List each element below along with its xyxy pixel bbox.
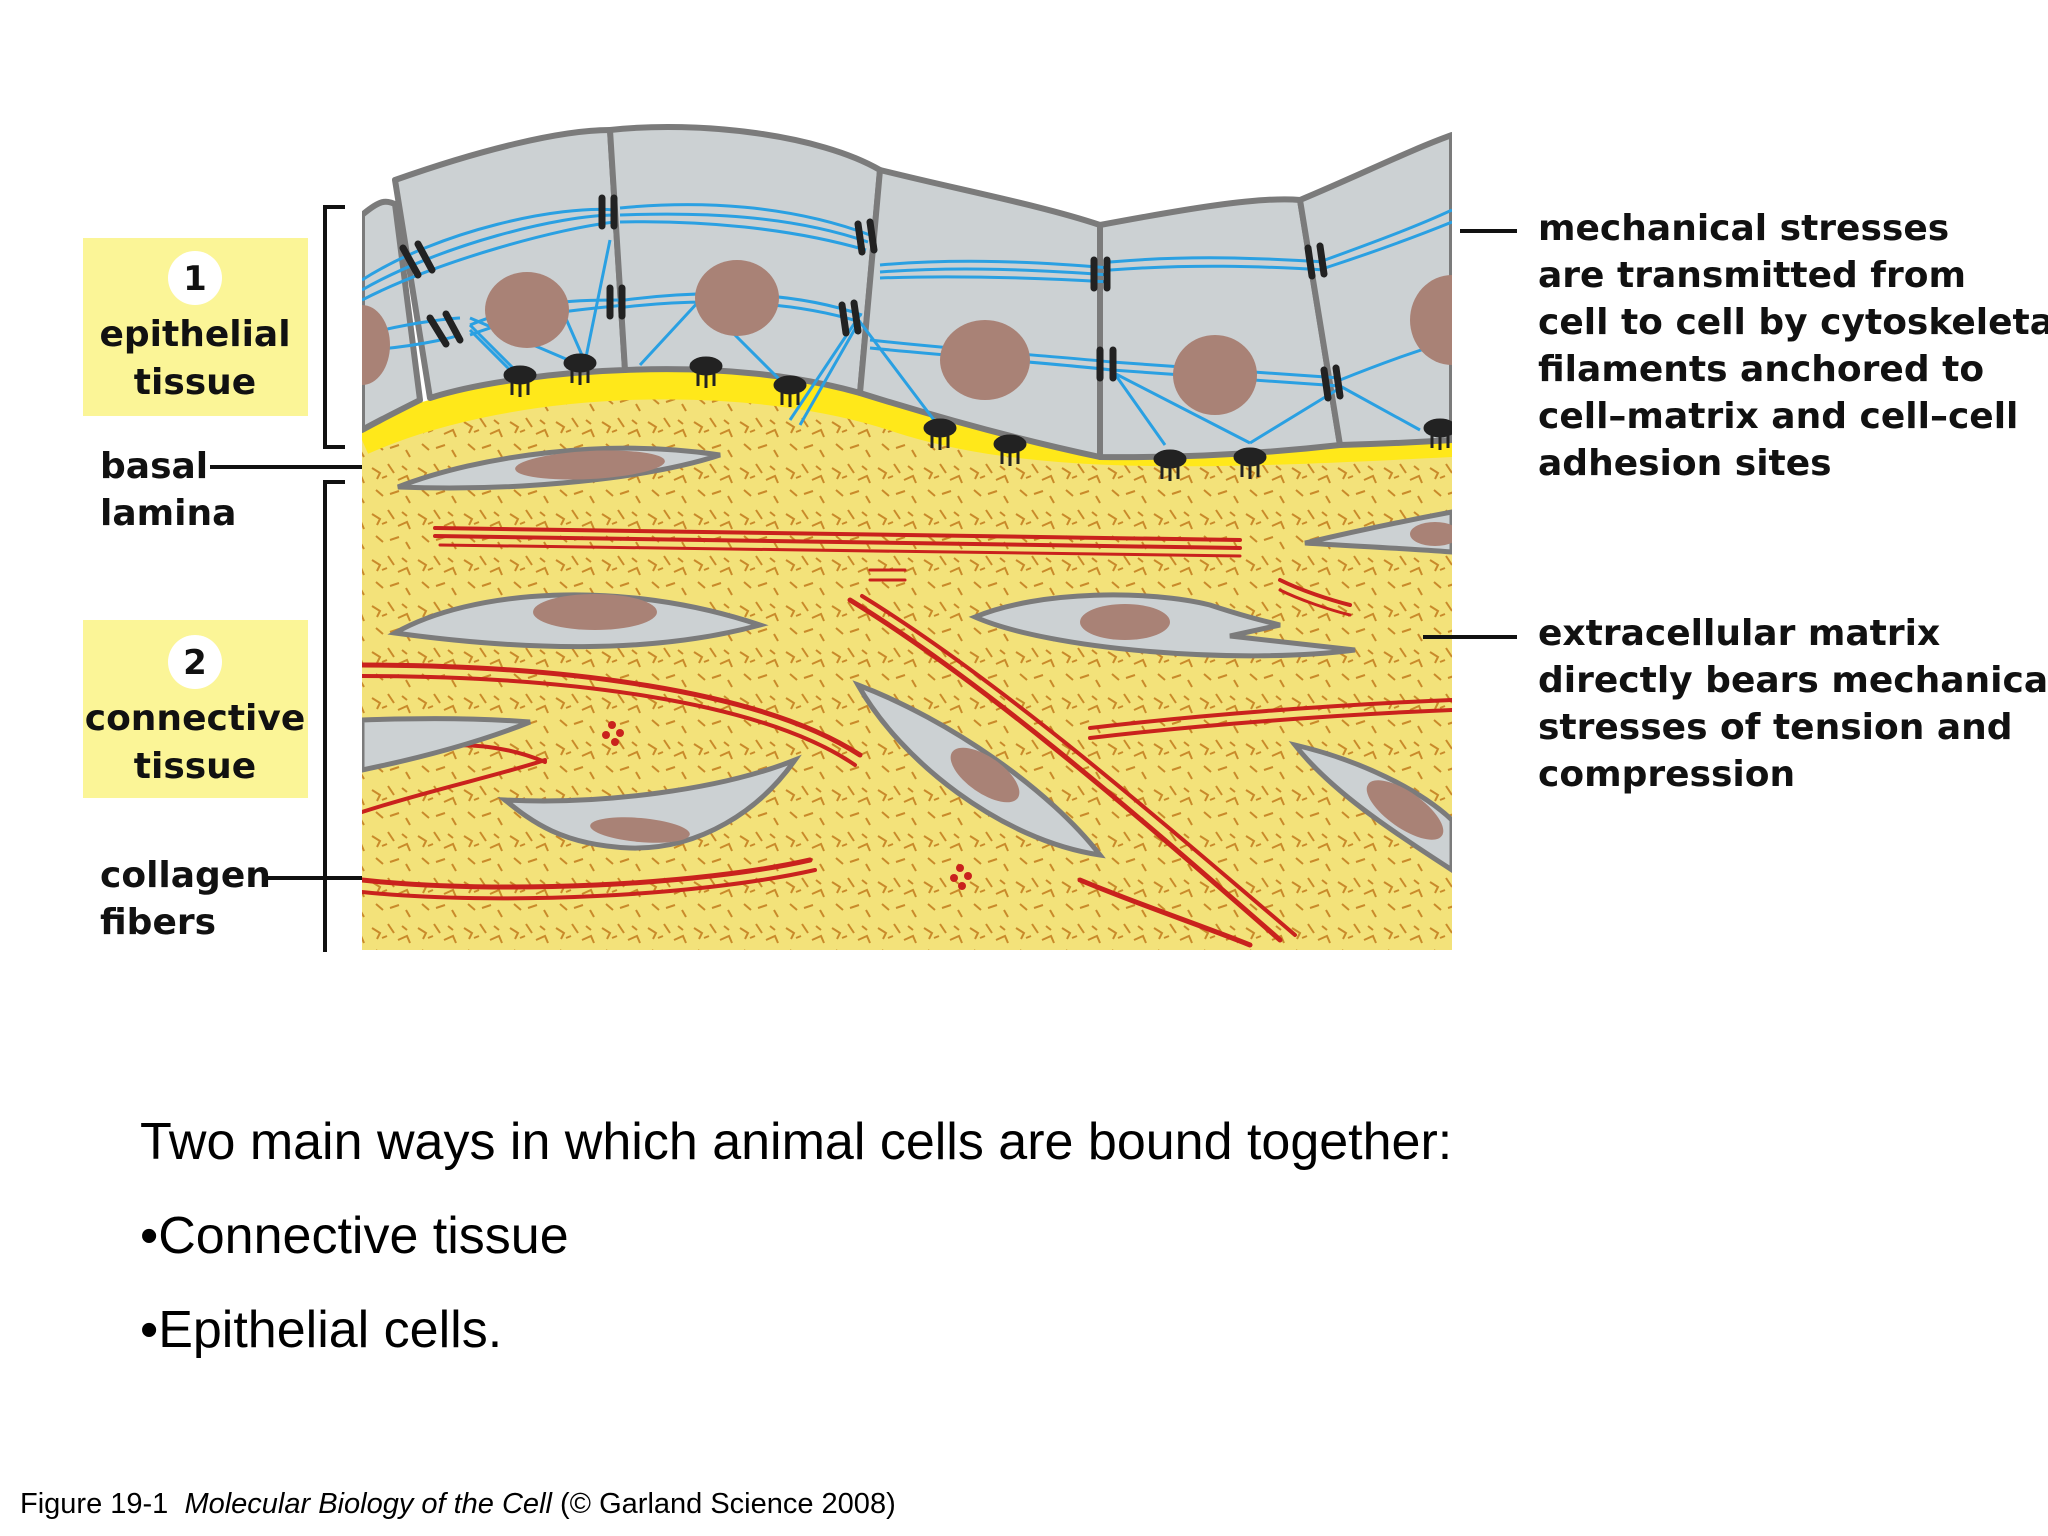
cell-cell-junctions (399, 194, 1344, 402)
mechanical-stress-label: mechanical stresses are transmitted from… (1538, 208, 2048, 484)
extracellular-matrix-label: extracellular matrix directly bears mech… (1538, 613, 2048, 795)
connective-label-line2: tissue (134, 746, 256, 787)
bullet-connective: •Connective tissue (140, 1207, 569, 1265)
bullet-epithelial: •Epithelial cells. (140, 1301, 503, 1359)
mechanical-line-1: mechanical stresses (1538, 208, 1949, 249)
body-text: Two main ways in which animal cells are … (140, 1095, 1452, 1377)
connective-bracket (323, 480, 345, 952)
number-2: 2 (183, 643, 207, 683)
collagen-fibers-label-line1: collagen (100, 855, 271, 896)
mechanical-line-6: adhesion sites (1538, 443, 1832, 484)
epithelial-label-line2: tissue (134, 362, 256, 403)
collagen-fibers (362, 526, 1452, 948)
tissue-diagram: 1 epithelial tissue 2 connective tissue … (83, 124, 2048, 952)
caption-credit: (© Garland Science 2008) (560, 1488, 896, 1520)
fibroblast-nuclei (515, 450, 1452, 843)
epithelial-label-line1: epithelial (99, 314, 290, 355)
heading-line: Two main ways in which animal cells are … (140, 1113, 1453, 1171)
ecm-line-1: extracellular matrix (1538, 613, 1940, 654)
ecm-line-4: compression (1538, 754, 1795, 795)
number-circle-2 (168, 635, 222, 689)
connective-label-line1: connective (85, 698, 306, 739)
number-1: 1 (183, 259, 207, 299)
caption-figure-number: Figure 19-1 (20, 1488, 169, 1520)
collagen-fibers-label-line2: fibers (100, 902, 216, 943)
caption-book-title: Molecular Biology of the Cell (184, 1488, 552, 1520)
ecm-line-2: directly bears mechanical (1538, 660, 2048, 701)
collagen-cross-sections (602, 721, 972, 890)
basal-lamina-label-line1: basal (100, 446, 208, 487)
cell-matrix-anchors (503, 353, 1452, 481)
brackets (323, 205, 345, 952)
number-circle-1 (168, 251, 222, 305)
figure-caption: Figure 19-1 Molecular Biology of the Cel… (20, 1488, 896, 1521)
epithelial-bracket (323, 205, 345, 449)
mechanical-line-3: cell to cell by cytoskeletal (1538, 302, 2048, 343)
epithelial-tissue-label: 1 epithelial tissue (83, 238, 308, 416)
ecm-line-3: stresses of tension and (1538, 707, 2013, 748)
basal-lamina-label-line2: lamina (100, 493, 236, 534)
tissue-panel (362, 124, 1452, 950)
mechanical-line-5: cell–matrix and cell–cell (1538, 396, 2018, 437)
leader-lines (210, 229, 1517, 880)
mechanical-line-4: filaments anchored to (1538, 349, 1984, 390)
epithelial-nuclei (362, 260, 1452, 415)
mechanical-line-2: are transmitted from (1538, 255, 1966, 296)
connective-tissue-label: 2 connective tissue (83, 620, 308, 798)
